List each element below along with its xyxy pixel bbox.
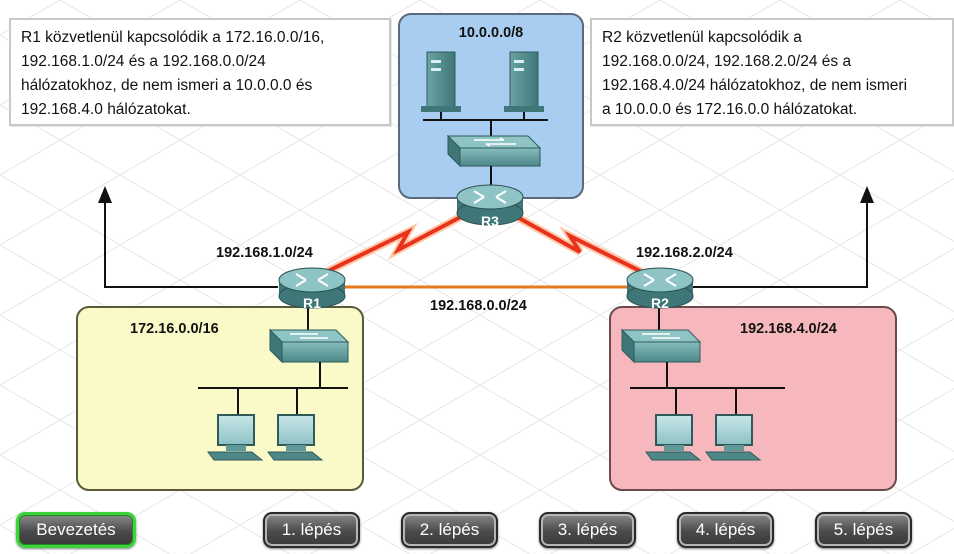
pc-right-2-icon — [705, 414, 762, 461]
top-lan-label: 10.0.0.0/8 — [459, 25, 524, 41]
step-4-button[interactable]: 4. lépés — [677, 512, 774, 548]
switch-top-icon — [446, 134, 542, 168]
router-r2-label: R2 — [651, 295, 669, 311]
router-r1-icon — [278, 267, 346, 309]
intro-button[interactable]: Bevezetés — [16, 512, 136, 548]
r2-info-line-1: R2 közvetlenül kapcsolódik a — [602, 29, 802, 46]
step-3-button[interactable]: 3. lépés — [539, 512, 636, 548]
r2-knowledge-arrow — [686, 200, 868, 288]
wan-link-r2-r3 — [506, 208, 650, 279]
r1-knowledge-arrow — [104, 200, 278, 288]
r1-info-line-4: 192.168.4.0 hálózatokat. — [21, 101, 191, 118]
server-right-icon — [504, 51, 544, 112]
pc-right-1-icon — [645, 414, 702, 461]
server-left-icon — [421, 51, 461, 112]
r2-info-line-2: 192.168.0.0/24, 192.168.2.0/24 és a — [602, 53, 852, 70]
r1-info-line-3: hálózatokhoz, de nem ismeri a 10.0.0.0 é… — [21, 77, 313, 94]
r1-arrowhead — [98, 186, 112, 203]
r2-info-line-3: 192.168.4.0/24 hálózatokhoz, de nem isme… — [602, 77, 908, 94]
pc-left-1-icon — [207, 414, 264, 461]
pc-left-2-icon — [267, 414, 324, 461]
r2-arrowhead — [860, 186, 874, 203]
r1-info-line-2: 192.168.1.0/24 és a 192.168.0.0/24 — [21, 53, 266, 70]
router-r1-label: R1 — [303, 295, 321, 311]
router-r3-label: R3 — [481, 213, 499, 229]
r2-info-callout: R2 közvetlenül kapcsolódik a 192.168.0.0… — [590, 18, 954, 126]
link-r1-r3-label: 192.168.1.0/24 — [216, 245, 313, 261]
switch-left-icon — [268, 328, 350, 364]
link-r2-r3-label: 192.168.2.0/24 — [636, 245, 733, 261]
r2-info-line-4: a 10.0.0.0 és 172.16.0.0 hálózatokat. — [602, 101, 858, 118]
r1-info-callout: R1 közvetlenül kapcsolódik a 172.16.0.0/… — [9, 18, 391, 126]
r1-info-line-1: R1 közvetlenül kapcsolódik a 172.16.0.0/… — [21, 29, 325, 46]
right-lan-label: 192.168.4.0/24 — [740, 321, 837, 337]
step-1-button[interactable]: 1. lépés — [263, 512, 360, 548]
step-5-button[interactable]: 5. lépés — [815, 512, 912, 548]
link-r1-r2-label: 192.168.0.0/24 — [430, 298, 527, 314]
left-lan-label: 172.16.0.0/16 — [130, 321, 219, 337]
router-r2-icon — [626, 267, 694, 309]
step-2-button[interactable]: 2. lépés — [401, 512, 498, 548]
router-r3-icon — [456, 184, 524, 226]
switch-right-icon — [620, 328, 702, 364]
wan-link-r1-r3 — [318, 208, 472, 279]
